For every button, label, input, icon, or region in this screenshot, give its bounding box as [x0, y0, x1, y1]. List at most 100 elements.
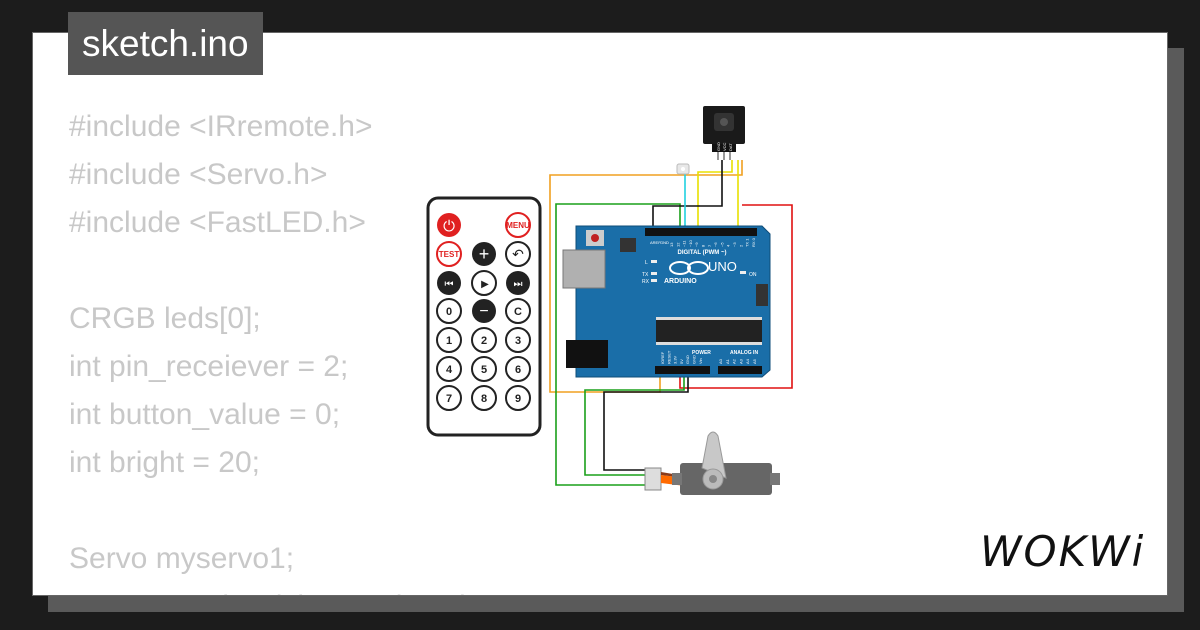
digital-pin-label: 8 [701, 244, 706, 247]
digit-label: 2 [481, 335, 487, 347]
digit-0-label: 0 [446, 306, 452, 318]
power-pin-label: GND [685, 355, 690, 364]
icsp-header-2 [756, 284, 768, 306]
power-label: POWER [692, 350, 711, 356]
wire-orange[interactable] [549, 160, 743, 393]
digital-pin-label: 7 [707, 244, 712, 247]
power-header [655, 366, 710, 374]
digital-pin-label: ~9 [694, 242, 699, 247]
digit-button[interactable]: 1 [436, 327, 462, 353]
digit-label: 9 [515, 393, 521, 405]
rgb-led[interactable] [676, 163, 690, 175]
code-line: #include <FastLED.h> [69, 206, 366, 239]
wire-black-2[interactable] [652, 160, 723, 236]
servo-connector [644, 467, 662, 491]
ir-pin-label: VCC [722, 142, 727, 151]
icsp-header [620, 238, 636, 252]
play-icon: ▶ [481, 279, 489, 290]
test-button[interactable] [436, 241, 462, 267]
digital-pin-label: 4 [726, 244, 731, 247]
rx-label: RX [642, 279, 650, 285]
arduino-uno[interactable]: DIGITAL (PWM ~) AREF GND UNO ARDUINO L T… [562, 225, 771, 378]
digital-pin-label: ~11 [682, 240, 687, 247]
menu-label: MENU [506, 221, 530, 230]
digit-label: 5 [481, 364, 487, 376]
power-pin-label: 5V [679, 359, 684, 364]
usb-port [562, 249, 606, 289]
on-label: ON [749, 272, 757, 278]
uno-label: UNO [708, 259, 737, 274]
analog-pin-label: A1 [725, 358, 730, 364]
digit-button[interactable]: 3 [505, 327, 531, 353]
ir-receiver[interactable] [703, 106, 745, 160]
clear-label: C [514, 306, 522, 318]
minus-button[interactable] [472, 299, 496, 323]
power-pin-label: RESET [666, 350, 671, 364]
digit-label: 3 [515, 335, 521, 347]
digital-pin-label: RX 0 [751, 237, 756, 247]
analog-pin-label: A2 [732, 358, 737, 364]
digital-pin-label: ~6 [713, 242, 718, 247]
wire-black[interactable] [603, 365, 689, 471]
plus-button[interactable] [472, 242, 496, 266]
digit-label: 6 [515, 364, 521, 376]
digit-label: 7 [446, 393, 452, 405]
digit-button[interactable]: 4 [436, 356, 462, 382]
power-pin-label: IOREF [660, 351, 665, 364]
digital-label: DIGITAL (PWM ~) [678, 250, 727, 256]
wire-green[interactable] [555, 203, 681, 486]
digit-label: 4 [446, 364, 453, 376]
digital-pin-label: ~5 [719, 242, 724, 247]
analog-pin-label: A4 [745, 358, 750, 364]
code-line: int bright = 20; [69, 446, 260, 479]
analog-pin-label: A3 [738, 358, 743, 364]
power-button[interactable] [437, 213, 461, 237]
code-line: int pin_receiever = 2; [69, 350, 349, 383]
play-button[interactable] [471, 270, 497, 296]
code-line: int button_value = 0; [69, 398, 341, 431]
plus-icon: + [479, 244, 490, 264]
wokwi-logo-text: WOKWi [980, 527, 1145, 576]
arduino-brand: ARDUINO [664, 278, 697, 285]
prev-button[interactable] [437, 271, 461, 295]
atmega-chip [656, 320, 762, 342]
code-line: IRrecv receiver(pin_receiever); [69, 583, 479, 595]
digit-button[interactable]: 2 [471, 327, 497, 353]
power-pin-label: GND [692, 355, 697, 364]
prev-icon: ⏮ [445, 279, 454, 290]
servo-horn [701, 431, 727, 479]
digital-pin-label: 2 [738, 244, 743, 247]
ir-remote[interactable]: ⏻ MENU TEST + ↶ ⏮ ▶ ⏭ 0 − C 1 2 3 4 5 6 … [426, 196, 542, 437]
clear-button[interactable] [505, 298, 531, 324]
menu-button[interactable] [505, 212, 531, 238]
code-listing: #include <IRremote.h> #include <Servo.h>… [69, 103, 479, 595]
digit-label: 8 [481, 393, 487, 405]
wire-red[interactable] [679, 204, 793, 389]
power-pin-label: 3.3V [673, 355, 678, 364]
digit-button[interactable]: 6 [505, 356, 531, 382]
power-icon: ⏻ [443, 218, 455, 235]
digital-pin-label: ~3 [732, 242, 737, 247]
analog-label: ANALOG IN [730, 350, 758, 356]
power-pin-label: Vin [698, 358, 703, 364]
aref-label: AREF [650, 240, 661, 245]
analog-pin-label: A0 [718, 358, 723, 364]
digit-button[interactable]: 5 [471, 356, 497, 382]
next-button[interactable] [506, 271, 530, 295]
digit-button[interactable]: 8 [471, 385, 497, 411]
wire-green-2[interactable] [584, 365, 685, 476]
analog-pin-label: A5 [752, 358, 757, 364]
servo-body [680, 463, 772, 495]
minus-icon: − [479, 303, 488, 320]
digit-button[interactable]: 9 [505, 385, 531, 411]
back-icon: ↶ [512, 246, 524, 262]
ir-pin-label: GND [716, 142, 721, 151]
digit-0-button[interactable] [436, 298, 462, 324]
code-line: Servo myservo1; [69, 542, 295, 575]
power-jack [566, 340, 608, 368]
test-label: TEST [439, 250, 460, 259]
digit-button[interactable]: 7 [436, 385, 462, 411]
back-button[interactable] [505, 241, 531, 267]
file-tab[interactable]: sketch.ino [68, 12, 263, 75]
servo-motor[interactable] [644, 431, 780, 495]
